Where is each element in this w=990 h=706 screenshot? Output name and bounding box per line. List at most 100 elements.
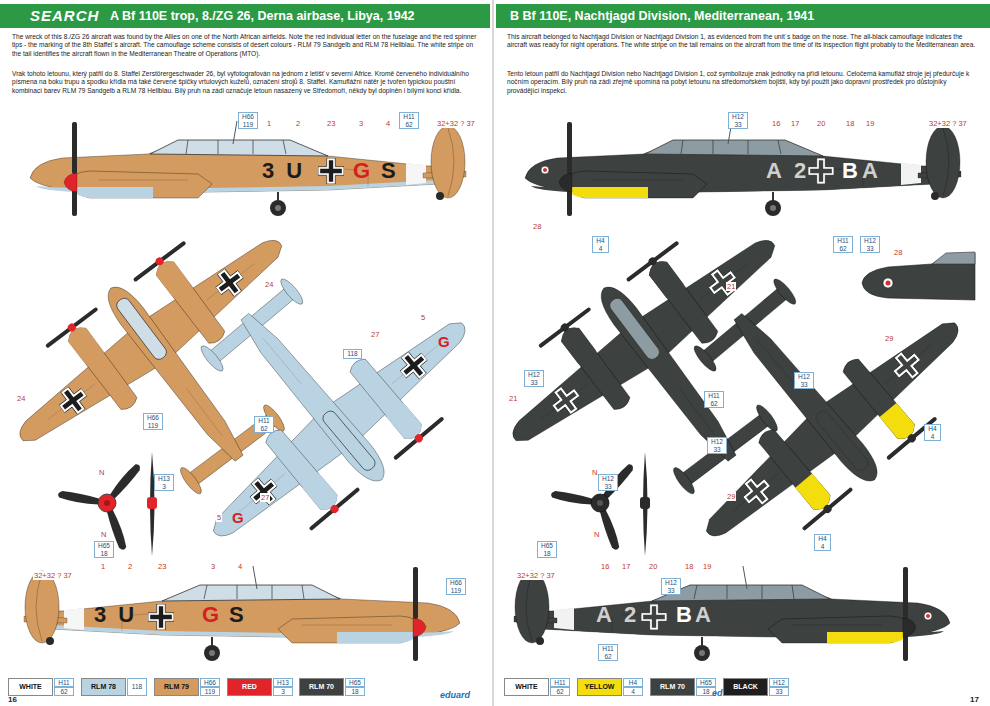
legend-swatch: YELLOW <box>577 678 622 696</box>
description-text: The wreck of this 8./ZG 26 aircraft was … <box>12 33 482 58</box>
color-code-box: H1233 <box>707 437 727 454</box>
code-name: H66 <box>449 579 463 587</box>
callout-number: 18 <box>684 562 694 571</box>
code-name: H13 <box>157 475 171 483</box>
page-number: 16 <box>8 695 17 704</box>
callout-number: 23 <box>157 562 167 571</box>
description-text: Tento letoun patřil do Nachtjagd Divisio… <box>507 70 977 95</box>
page-divider <box>492 0 494 706</box>
color-code-box: H66119 <box>238 112 258 129</box>
artwork-part <box>474 190 864 559</box>
callout-number: 27 <box>370 330 380 339</box>
code-number: 33 <box>601 483 615 491</box>
paint-code: H65 <box>696 678 716 687</box>
callout-number: 29 <box>726 492 736 501</box>
artwork-part <box>24 566 460 661</box>
legend-text: RED <box>242 683 257 690</box>
callout-number: 17 <box>790 119 800 128</box>
legend-swatch: BLACK <box>723 678 768 696</box>
callout-number: 28 <box>532 222 542 231</box>
color-code-box: H133 <box>154 474 174 491</box>
callout-number: 5 <box>420 313 426 322</box>
code-number: 18 <box>540 550 554 558</box>
paint-code: 62 <box>54 687 74 696</box>
callout-number: 19 <box>865 119 875 128</box>
callout-number: N <box>591 468 598 477</box>
code-number: 3 <box>157 483 171 491</box>
artwork-part <box>104 500 110 506</box>
color-code-box: H6518 <box>537 541 557 558</box>
callout-number: 32+32 ? 37 <box>516 571 556 580</box>
code-name: H65 <box>97 542 111 550</box>
paint-code: 18 <box>345 687 365 696</box>
artwork-part <box>591 494 609 512</box>
code-name: H11 <box>707 392 721 400</box>
paint-code: H66 <box>200 678 220 687</box>
title-band: B Bf 110E, Nachtjagd Division, Mediterra… <box>496 4 990 28</box>
color-code-box: H1162 <box>833 236 853 253</box>
description-text: This aircraft belonged to Nachtjagd Divi… <box>507 33 977 50</box>
propeller-front <box>57 462 142 551</box>
callout-number: 16 <box>771 119 781 128</box>
aircraft-marking: A2 <box>596 604 648 626</box>
legend-text: RLM 79 <box>164 683 189 690</box>
paint-code: H65 <box>345 678 365 687</box>
code-name: H4 <box>595 237 606 245</box>
code-name: H66 <box>146 414 160 422</box>
callout-number: 4 <box>385 119 391 128</box>
paint-code: H11 <box>54 678 74 687</box>
paint-code: 4 <box>623 687 643 696</box>
color-code-box: H66119 <box>446 578 466 595</box>
callout-number: 24 <box>16 394 26 403</box>
code-number: 18 <box>97 550 111 558</box>
title-text: B Bf 110E, Nachtjagd Division, Mediterra… <box>510 9 814 23</box>
paint-code: 33 <box>769 687 789 696</box>
legend-text: BLACK <box>733 683 758 690</box>
color-code-box: H6518 <box>94 541 114 558</box>
aircraft-marking: A <box>862 160 890 182</box>
color-code-box: H1162 <box>254 416 274 433</box>
code-number: 33 <box>527 379 541 387</box>
code-number: 4 <box>595 245 606 253</box>
color-code-box: H44 <box>592 236 609 253</box>
aircraft-marking: S <box>229 604 256 626</box>
artwork-part <box>597 500 603 506</box>
legend-swatch: RLM 70 <box>650 678 695 696</box>
code-number: 62 <box>707 400 721 408</box>
color-code-box: H1233 <box>524 370 544 387</box>
callout-number: 32+32 ? 37 <box>33 571 73 580</box>
color-code-box: H1233 <box>661 578 681 595</box>
code-number: 119 <box>449 587 463 595</box>
propeller-hub <box>147 497 157 509</box>
code-name: 118 <box>346 350 359 358</box>
code-number: 33 <box>731 121 745 129</box>
callout-number: 32+32 ? 37 <box>436 119 476 128</box>
code-number: 62 <box>836 245 850 253</box>
code-name: H65 <box>540 542 554 550</box>
artwork-part <box>514 566 950 661</box>
color-code-box: H1162 <box>704 391 724 408</box>
side-profile <box>24 566 460 661</box>
artwork-part <box>57 490 100 506</box>
callout-number: 18 <box>845 119 855 128</box>
code-number: 119 <box>146 422 160 430</box>
code-name: H12 <box>731 113 745 121</box>
code-name: H11 <box>601 645 615 653</box>
artwork-part <box>610 209 990 585</box>
code-name: H12 <box>664 579 678 587</box>
legend-text: RLM 70 <box>660 683 685 690</box>
code-name: H11 <box>836 237 850 245</box>
aircraft-marking: 3U <box>94 604 146 626</box>
legend-text: WHITE <box>515 683 538 690</box>
aircraft-marking: A <box>695 604 723 626</box>
bottom-view <box>117 209 506 585</box>
color-code-box: H1162 <box>598 644 618 661</box>
aircraft-marking: A2 <box>766 160 818 182</box>
callout-number: N <box>593 530 600 539</box>
code-name: H12 <box>710 438 724 446</box>
legend-swatch: RLM 78 <box>81 678 126 696</box>
brand-logo: eduard <box>440 690 470 700</box>
balkenkreuz <box>148 604 174 630</box>
callout-number: 1 <box>266 119 272 128</box>
